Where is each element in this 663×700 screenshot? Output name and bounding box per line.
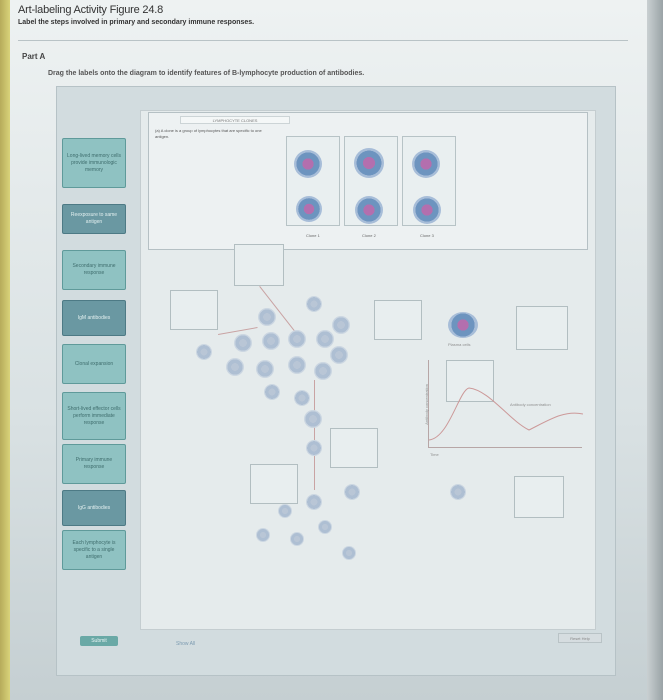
plasma-cell	[448, 312, 478, 338]
antibody-curve	[428, 387, 584, 441]
lymphocyte-cell	[256, 360, 274, 378]
label-tile-text: Reexposure to same antigen	[70, 212, 118, 225]
lymphocyte-cell	[355, 196, 383, 224]
label-drop-zone[interactable]	[514, 476, 564, 518]
label-tile-secondary-response[interactable]: Secondary immune response	[62, 250, 126, 290]
lymphocyte-cell	[316, 330, 334, 348]
lymphocyte-cell	[258, 308, 276, 326]
lymphocyte-cell	[413, 196, 441, 224]
lymphocyte-cell	[294, 150, 322, 178]
lymphocyte-cell	[342, 546, 356, 560]
lymphocyte-cell	[306, 440, 322, 456]
label-tile-memory-cells[interactable]: Long-lived memory cells provide immunolo…	[62, 138, 126, 188]
lymphocyte-cell	[294, 390, 310, 406]
lymphocyte-cell	[344, 484, 360, 500]
lymphocyte-cell	[412, 150, 440, 178]
lymphocyte-cell	[226, 358, 244, 376]
label-tile-text: Each lymphocyte is specific to a single …	[72, 539, 116, 560]
page-header: Art-labeling Activity Figure 24.8 Label …	[18, 4, 618, 26]
page-subtitle: Label the steps involved in primary and …	[18, 19, 255, 26]
label-drop-zone[interactable]	[250, 464, 298, 504]
show-all-link[interactable]: Show All	[176, 641, 196, 647]
lymphocyte-cell	[306, 296, 322, 312]
label-drop-zone[interactable]	[516, 306, 568, 350]
lymphocyte-cell	[332, 316, 350, 334]
lymphocyte-cell	[304, 410, 322, 428]
lymphocyte-cell	[450, 484, 466, 500]
header-divider	[18, 40, 628, 41]
label-tile-text: Clonal expansion	[74, 360, 114, 367]
label-tile-effector-cells[interactable]: Short-lived effector cells perform immed…	[62, 392, 126, 440]
lymphocyte-cell	[330, 346, 348, 364]
label-tile-igm[interactable]: IgM antibodies	[62, 300, 126, 336]
label-drop-zone[interactable]	[170, 290, 218, 330]
label-tile-specific-lymphocyte[interactable]: Each lymphocyte is specific to a single …	[62, 530, 126, 570]
label-tile-text: Short-lived effector cells perform immed…	[67, 405, 121, 426]
label-drop-zone[interactable]	[330, 428, 378, 468]
label-tile-text: IgM antibodies	[77, 314, 111, 321]
lymphocyte-cell	[278, 504, 292, 518]
clones-header: LYMPHOCYTE CLONES	[180, 116, 290, 124]
graph-time-label: Time	[430, 452, 439, 457]
lymphocyte-cell	[196, 344, 212, 360]
instructions-text: Drag the labels onto the diagram to iden…	[48, 70, 365, 77]
lymphocyte-cell	[290, 532, 304, 546]
lymphocyte-cell	[288, 330, 306, 348]
clone-label-2: Clone 2	[362, 233, 376, 238]
lymphocyte-cell	[264, 384, 280, 400]
label-tile-text: IgG antibodies	[77, 504, 111, 511]
plasma-cell-label: Plasma cells	[448, 342, 471, 347]
label-drop-zone[interactable]	[374, 300, 422, 340]
lymphocyte-cell	[318, 520, 332, 534]
label-tile-text: Long-lived memory cells provide immunolo…	[67, 152, 121, 173]
label-tile-clonal-expansion[interactable]: Clonal expansion	[62, 344, 126, 384]
lymphocyte-cell	[354, 148, 384, 178]
label-tile-reexposure[interactable]: Reexposure to same antigen	[62, 204, 126, 234]
label-drop-zone[interactable]	[234, 244, 284, 286]
label-tile-text: Primary immune response	[75, 457, 113, 470]
graph-right-label: Antibody concentration	[510, 402, 551, 407]
lymphocyte-cell	[288, 356, 306, 374]
clone-label-1: Clone 1	[306, 233, 320, 238]
submit-button[interactable]: Submit	[80, 636, 118, 646]
label-tile-primary-response[interactable]: Primary immune response	[62, 444, 126, 484]
graph-axis-label: Antibody concentration	[424, 384, 429, 425]
lymphocyte-cell	[262, 332, 280, 350]
lymphocyte-cell	[234, 334, 252, 352]
connector-line	[314, 380, 315, 490]
lymphocyte-cell	[256, 528, 270, 542]
reset-button[interactable]: Reset Help	[558, 633, 602, 643]
antibody-graph	[428, 360, 584, 448]
lymphocyte-cell	[314, 362, 332, 380]
photo-left-edge	[0, 0, 10, 700]
photo-right-edge	[647, 0, 663, 700]
label-tile-text: Secondary immune response	[72, 263, 116, 276]
lymphocyte-cell	[296, 196, 322, 222]
clones-note: (a) A clone is a group of lymphocytes th…	[155, 128, 262, 139]
part-heading: Part A	[22, 52, 46, 61]
page-title: Art-labeling Activity Figure 24.8	[18, 4, 164, 16]
label-tile-igg[interactable]: IgG antibodies	[62, 490, 126, 526]
lymphocyte-cell	[306, 494, 322, 510]
clone-label-3: Clone 3	[420, 233, 434, 238]
